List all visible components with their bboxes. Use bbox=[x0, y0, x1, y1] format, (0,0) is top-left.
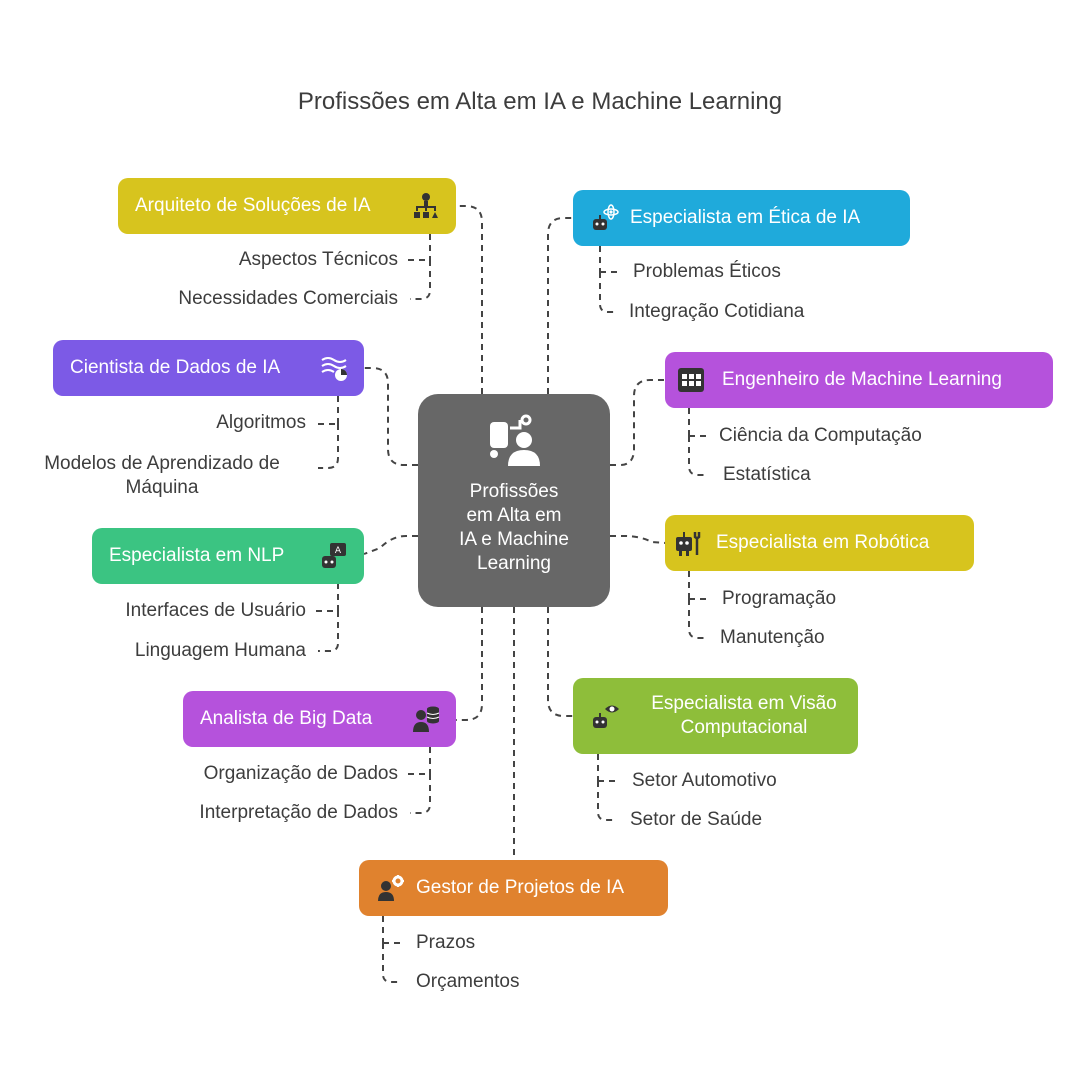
sub-necessidades-comerciais: Necessidades Comerciais bbox=[178, 288, 398, 309]
org-chart-icon bbox=[414, 193, 438, 218]
manager-gear-icon bbox=[378, 875, 404, 901]
sub-estatistica: Estatística bbox=[723, 464, 811, 485]
node-visao[interactable]: Especialista em Visão Computacional bbox=[573, 678, 858, 754]
analyst-database-icon bbox=[413, 706, 440, 732]
robot-eye-icon bbox=[593, 705, 619, 728]
sub-aspectos-tecnicos: Aspectos Técnicos bbox=[238, 249, 398, 270]
node-label: Especialista em Robótica bbox=[716, 532, 930, 553]
sub-interfaces-usuario: Interfaces de Usuário bbox=[125, 600, 306, 621]
center-line: Profissões bbox=[469, 481, 559, 502]
node-label: Especialista em NLP bbox=[109, 545, 285, 566]
node-label: Engenheiro de Machine Learning bbox=[722, 369, 1002, 390]
center-line: IA e Machine bbox=[459, 529, 569, 550]
data-waves-icon bbox=[321, 357, 347, 381]
node-etica[interactable]: Especialista em Ética de IA bbox=[573, 190, 910, 246]
sub-organizacao-dados: Organização de Dados bbox=[203, 763, 398, 784]
sub-interpretacao-dados: Interpretação de Dados bbox=[199, 802, 398, 823]
sub-integracao-cotidiana: Integração Cotidiana bbox=[629, 301, 805, 322]
page-title: Profissões em Alta em IA e Machine Learn… bbox=[297, 88, 783, 115]
node-label: Gestor de Projetos de IA bbox=[416, 877, 625, 898]
robot-chat-icon: A bbox=[322, 543, 346, 568]
node-label: Especialista em Ética de IA bbox=[630, 207, 861, 228]
sub-linguagem-humana: Linguagem Humana bbox=[134, 640, 306, 661]
node-label: Especialista em Visão Computacional bbox=[651, 693, 837, 738]
node-label: Arquiteto de Soluções de IA bbox=[135, 195, 371, 216]
robot-wrench-icon bbox=[676, 532, 701, 556]
node-mlengineer[interactable]: Engenheiro de Machine Learning bbox=[665, 352, 1053, 408]
sub-problemas-eticos: Problemas Éticos bbox=[633, 261, 781, 282]
center-line: Learning bbox=[477, 553, 551, 574]
sub-ciencia-computacao: Ciência da Computação bbox=[719, 425, 922, 446]
center-node: Profissões em Alta em IA e Machine Learn… bbox=[418, 394, 610, 607]
node-cientista[interactable]: Cientista de Dados de IA bbox=[53, 340, 364, 396]
robot-atom-icon bbox=[593, 204, 619, 230]
sub-manutencao: Manutenção bbox=[720, 627, 825, 648]
sub-programacao: Programação bbox=[722, 588, 837, 609]
sub-modelos-text: Modelos de Aprendizado de Máquina bbox=[44, 453, 280, 498]
node-bigdata[interactable]: Analista de Big Data bbox=[183, 691, 456, 747]
node-nlp[interactable]: Especialista em NLP A bbox=[92, 528, 364, 584]
svg-text:A: A bbox=[335, 546, 342, 556]
node-label: Analista de Big Data bbox=[200, 708, 373, 729]
node-gestor[interactable]: Gestor de Projetos de IA bbox=[359, 860, 668, 916]
sub-prazos: Prazos bbox=[416, 932, 476, 953]
sub-setor-saude: Setor de Saúde bbox=[630, 809, 763, 830]
sub-orcamentos: Orçamentos bbox=[416, 971, 520, 992]
center-label: Profissões em Alta em IA e Machine Learn… bbox=[428, 480, 600, 576]
ai-hand-icon bbox=[490, 414, 540, 466]
node-arquiteto[interactable]: Arquiteto de Soluções de IA bbox=[118, 178, 456, 234]
sub-algoritmos: Algoritmos bbox=[216, 412, 306, 433]
node-label: Cientista de Dados de IA bbox=[70, 357, 281, 378]
node-robotica[interactable]: Especialista em Robótica bbox=[665, 515, 974, 571]
sub-modelos-aprendizado: Modelos de Aprendizado de Máquina bbox=[22, 452, 302, 500]
grid-calendar-icon bbox=[678, 368, 704, 392]
center-line: em Alta em bbox=[466, 505, 562, 526]
sub-setor-automotivo: Setor Automotivo bbox=[632, 770, 777, 791]
